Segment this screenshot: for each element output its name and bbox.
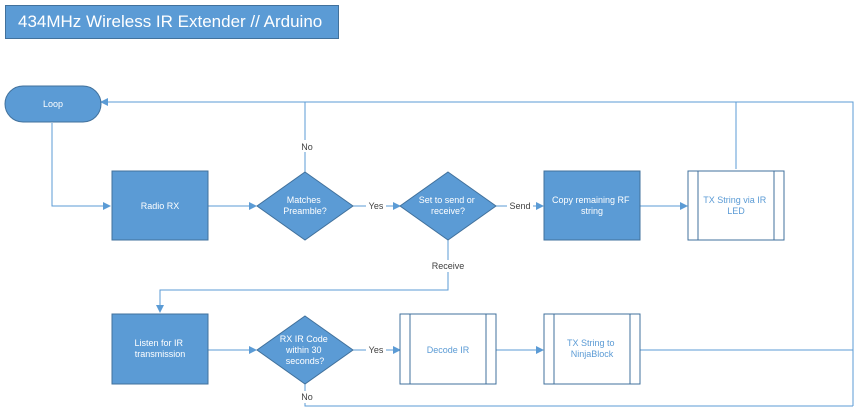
send-bg xyxy=(507,200,533,212)
matches-preamble-decision xyxy=(256,171,354,241)
copy-rf-label: Copy remaining RF string xyxy=(552,195,632,216)
copy-rf-process xyxy=(543,170,641,241)
rx-ir-code-decision xyxy=(256,315,354,385)
matches-preamble-line-2: Preamble? xyxy=(283,206,327,216)
set-send-receive-label: Set to send or receive? xyxy=(419,195,478,216)
decode-ir-process xyxy=(399,313,497,385)
copy-rf-line-1: Copy remaining RF xyxy=(552,195,630,205)
matches-preamble-label: Matches Preamble? xyxy=(283,195,327,216)
tx-ninjablock-line-2: NinjaBlock xyxy=(571,349,614,359)
matches-preamble-line-1: Matches xyxy=(287,195,322,205)
tx-ninjablock-line-1: TX String to xyxy=(567,338,615,348)
rx-ir-code-label: RX IR Code within 30 seconds? xyxy=(280,334,331,366)
set-send-receive-line-1: Set to send or xyxy=(419,195,475,205)
edge-label-receive: Receive xyxy=(432,261,465,271)
edge-right-return xyxy=(100,98,854,406)
set-send-receive-line-2: receive? xyxy=(431,206,465,216)
yes-2-bg xyxy=(366,344,386,356)
rx-ir-code-line-3: seconds? xyxy=(286,356,325,366)
rx-ir-code-line-2: within 30 xyxy=(285,345,322,355)
radio-rx-process xyxy=(111,170,209,241)
tx-ir-led-process xyxy=(687,170,785,241)
tx-ir-led-line-1: TX String via IR xyxy=(703,195,767,205)
yes-1-bg xyxy=(366,200,386,212)
listen-ir-line-1: Listen for IR xyxy=(134,338,183,348)
tx-ninjablock-label: TX String to NinjaBlock xyxy=(567,338,617,359)
listen-ir-label: Listen for IR transmission xyxy=(134,338,185,359)
edge-rxcode-no xyxy=(304,384,853,407)
edge-loop-to-radio-rx xyxy=(51,123,111,210)
edge-label-no-top: No xyxy=(301,142,313,152)
decode-ir-label: Decode IR xyxy=(427,345,470,355)
tx-ir-led-line-2: LED xyxy=(727,206,745,216)
edge-label-no-bottom: No xyxy=(301,392,313,402)
set-send-receive-decision xyxy=(399,171,497,241)
no-bottom-bg xyxy=(299,391,315,403)
diagram-title: 434MHz Wireless IR Extender // Arduino xyxy=(5,5,339,39)
copy-rf-line-2: string xyxy=(581,206,603,216)
loop-label: Loop xyxy=(43,99,63,109)
listen-ir-line-2: transmission xyxy=(135,349,186,359)
radio-rx-label: Radio RX xyxy=(141,201,180,211)
edge-label-send: Send xyxy=(509,201,530,211)
listen-ir-process xyxy=(111,313,209,385)
tx-ninjablock-process xyxy=(543,313,641,385)
tx-ir-led-label: TX String via IR LED xyxy=(703,195,769,216)
rx-ir-code-line-1: RX IR Code xyxy=(280,334,328,344)
edge-set-to-listen-receive xyxy=(156,240,449,313)
edge-label-yes-1: Yes xyxy=(369,201,384,211)
edge-label-yes-2: Yes xyxy=(369,345,384,355)
no-top-bg xyxy=(298,140,314,152)
receive-bg xyxy=(429,260,467,272)
loop-terminator xyxy=(4,85,102,123)
